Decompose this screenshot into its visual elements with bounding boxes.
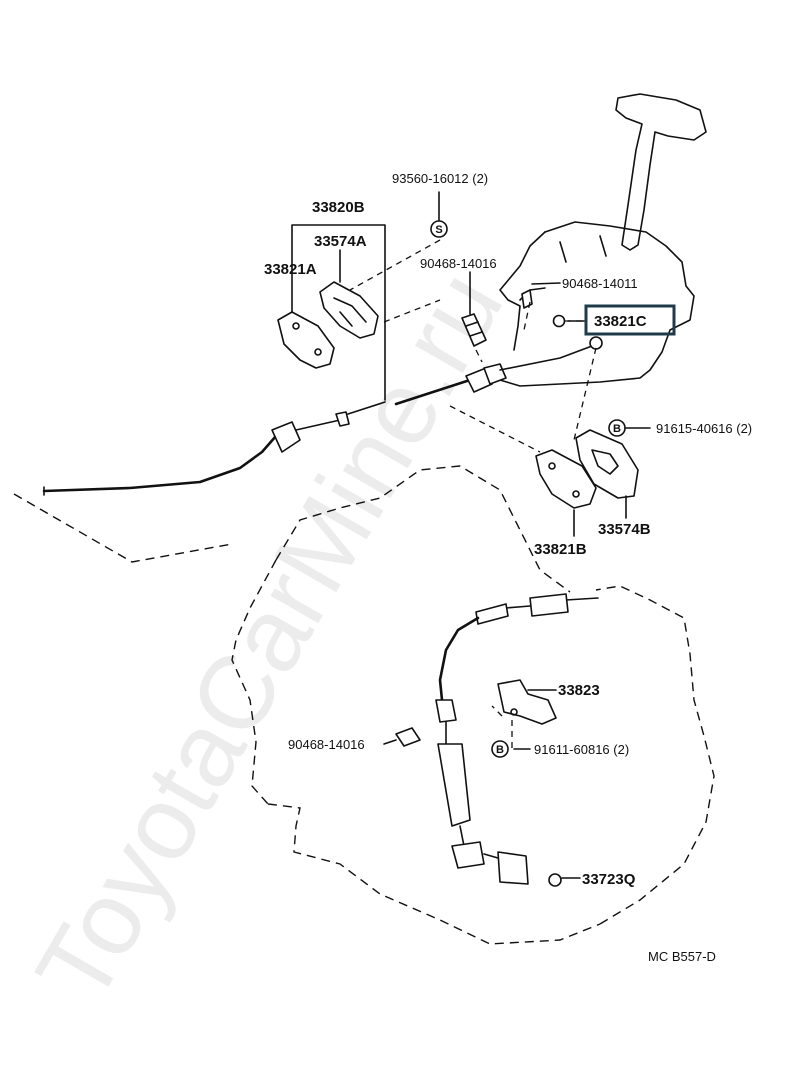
cable-damper [437, 743, 471, 827]
bracket-33821b [535, 449, 597, 509]
clip-90468-bottom [395, 727, 421, 747]
clip-90468-14011 [521, 289, 533, 309]
callout-91615-40616[interactable]: 91615-40616 (2) [656, 421, 752, 436]
cable-grommet-left [271, 421, 301, 453]
nut-33723q [548, 873, 562, 887]
callout-33574a[interactable]: 33574A [314, 233, 367, 250]
s-marker-letter: S [435, 224, 442, 236]
b-marker-bottom: B [491, 740, 509, 758]
callout-33821b[interactable]: 33821B [534, 541, 587, 558]
s-marker: S [430, 220, 448, 238]
retainer-33574b [575, 429, 639, 499]
watermark: ToyotaCarMine.ru [14, 253, 525, 1022]
callout-33823[interactable]: 33823 [558, 682, 600, 699]
shift-cable-upper [42, 336, 603, 496]
callout-33821a[interactable]: 33821A [264, 261, 317, 278]
cable-end-block [497, 851, 529, 885]
transaxle-outline [231, 465, 715, 945]
bracket-33823 [497, 679, 557, 725]
b-marker-top-letter: B [613, 423, 621, 435]
shift-cable-lower [435, 593, 599, 885]
callout-33821c[interactable]: 33821C [594, 313, 647, 330]
callout-91611-60816[interactable]: 91611-60816 (2) [534, 742, 629, 757]
callout-33723q[interactable]: 33723Q [582, 871, 636, 888]
retainer-33574a [319, 281, 379, 339]
bracket-33821a [277, 311, 335, 369]
b-marker-top: B [608, 419, 626, 437]
diagram-code: MC B557-D [648, 949, 716, 964]
callout-90468-14016-top[interactable]: 90468-14016 [420, 256, 497, 271]
washer-33821c [552, 314, 566, 328]
callout-33820b[interactable]: 33820B [312, 199, 365, 216]
callout-90468-14016-bottom[interactable]: 90468-14016 [288, 737, 365, 752]
highlight-box-33821c [584, 304, 676, 336]
callout-33574b[interactable]: 33574B [598, 521, 651, 538]
callout-90468-14011[interactable]: 90468-14011 [562, 276, 638, 291]
shift-lever-housing [499, 93, 707, 387]
cable-end-eye [589, 336, 603, 350]
b-marker-bottom-letter: B [496, 744, 504, 756]
callout-93560-16012[interactable]: 93560-16012 (2) [392, 171, 488, 186]
watermark-text: ToyotaCarMine.ru [14, 253, 525, 1022]
